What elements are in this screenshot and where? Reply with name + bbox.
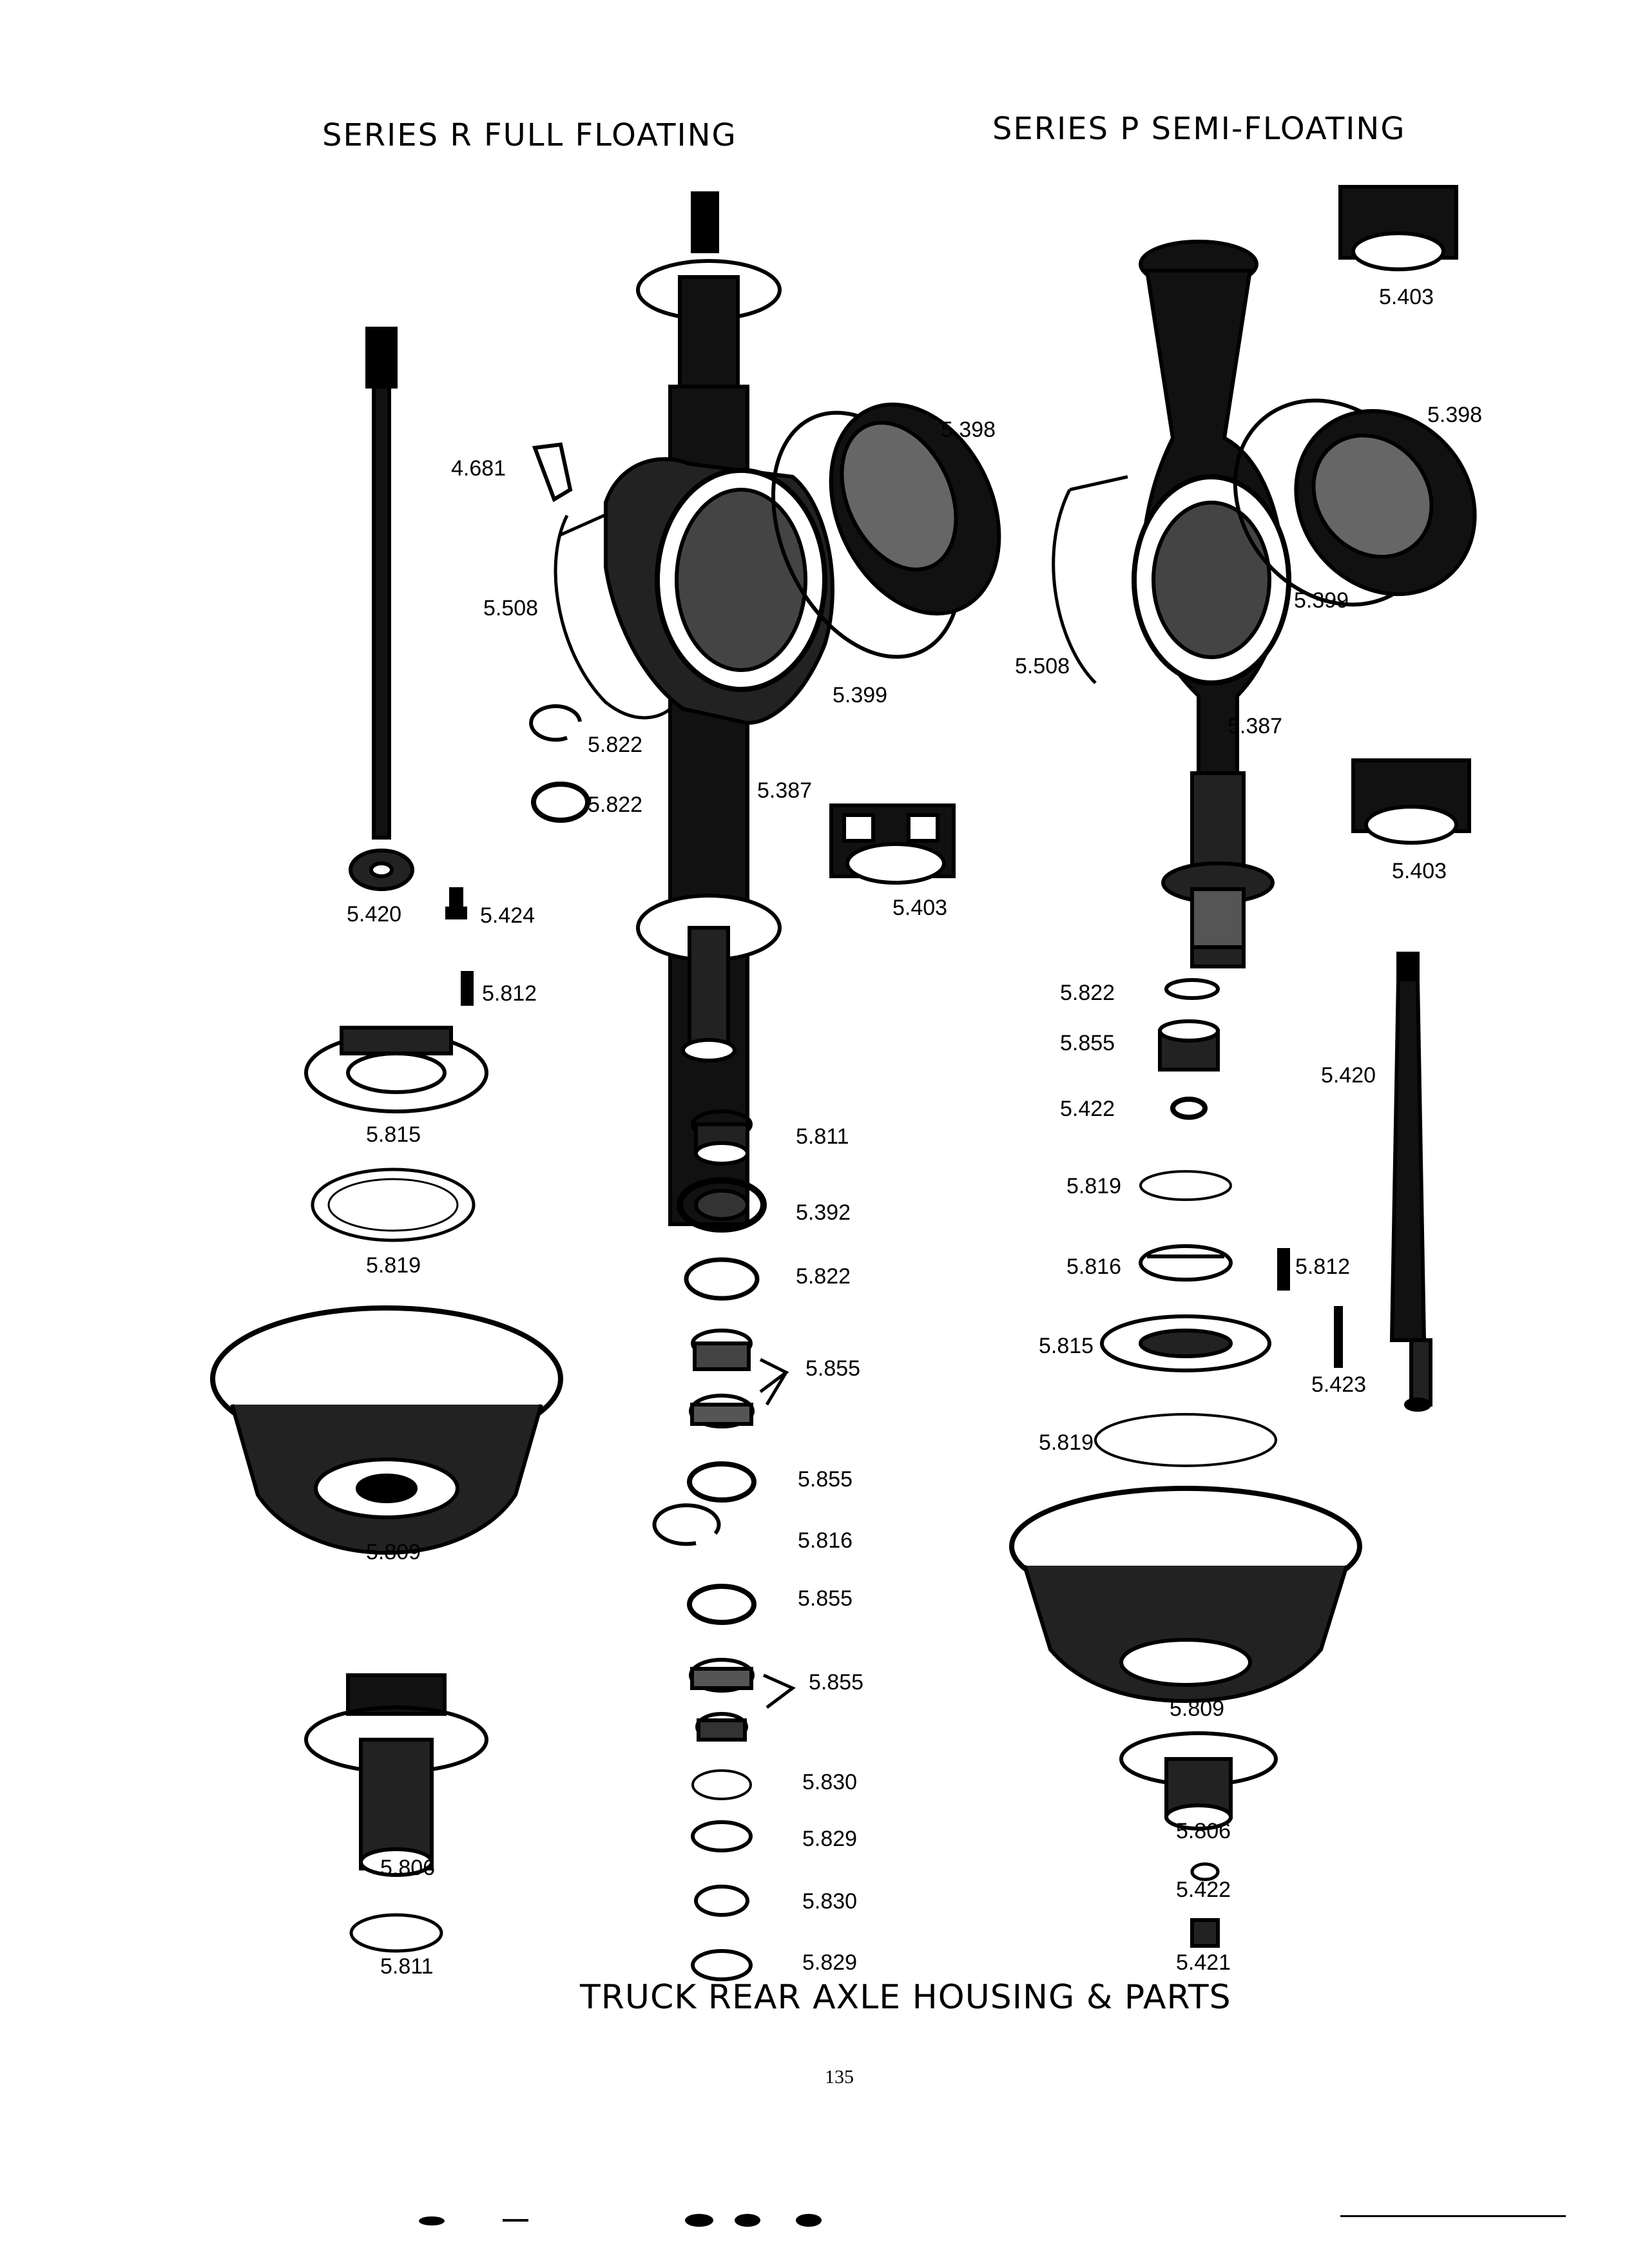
scan-marks xyxy=(419,2214,1566,2227)
part-label: 4.681 xyxy=(451,456,506,481)
part-label: 5.830 xyxy=(802,1889,858,1914)
series-p-title: SERIES P SEMI-FLOATING xyxy=(992,111,1406,147)
part-label: 5.398 xyxy=(941,418,996,442)
part-label: 5.422 xyxy=(1060,1097,1115,1121)
hub-5806-right xyxy=(1119,1731,1278,1831)
part-label: 5.855 xyxy=(798,1467,853,1492)
part-label: 5.403 xyxy=(1379,285,1434,309)
axle-shaft-right xyxy=(1389,952,1432,1412)
part-label: 5.816 xyxy=(798,1528,853,1553)
part-label: 5.822 xyxy=(796,1264,851,1289)
part-label: 5.403 xyxy=(892,896,948,920)
parts-stack-right xyxy=(1094,978,1343,1467)
part-label: 5.806 xyxy=(380,1856,436,1880)
part-label: 5.387 xyxy=(1228,714,1283,738)
axle-shaft-left xyxy=(349,327,414,891)
part-label: 5.855 xyxy=(805,1356,861,1381)
part-label: 5.815 xyxy=(1039,1334,1094,1358)
nut-5421 xyxy=(1190,1918,1220,1948)
center-stack xyxy=(652,1110,796,1981)
hub-5806-left xyxy=(304,1673,488,1877)
part-label: 5.420 xyxy=(347,902,402,927)
part-label: 5.423 xyxy=(1311,1372,1367,1397)
part-label: 5.806 xyxy=(1176,1819,1231,1843)
part-label: 5.822 xyxy=(1060,981,1115,1005)
part-label: 5.420 xyxy=(1321,1063,1376,1088)
part-label: 5.387 xyxy=(757,778,813,803)
part-label: 5.816 xyxy=(1066,1254,1122,1279)
part-label: 5.822 xyxy=(588,733,643,757)
washer-5422-right xyxy=(1190,1862,1220,1881)
page-caption: TRUCK REAR AXLE HOUSING & PARTS xyxy=(580,1978,1231,2017)
part-label: 5.812 xyxy=(482,981,537,1006)
axle-housing-series-r xyxy=(604,191,834,1226)
brake-drum-5809-left xyxy=(210,1305,563,1555)
part-label: 5.399 xyxy=(1294,588,1349,613)
part-label: 5.809 xyxy=(1170,1696,1225,1721)
part-label: 5.829 xyxy=(802,1950,858,1975)
part-label: 5.421 xyxy=(1176,1950,1231,1975)
part-label: 5.855 xyxy=(1060,1031,1115,1055)
part-label: 5.812 xyxy=(1295,1254,1351,1279)
part-label: 5.399 xyxy=(833,683,888,707)
part-label: 5.508 xyxy=(1015,654,1070,678)
part-label: 5.815 xyxy=(366,1122,421,1147)
series-r-title: SERIES R FULL FLOATING xyxy=(322,117,737,153)
snap-ring-5822 xyxy=(529,704,582,742)
part-label: 5.403 xyxy=(1392,859,1447,883)
gasket-5508-left xyxy=(554,514,671,720)
seal-5822 xyxy=(531,782,590,823)
part-label: 5.822 xyxy=(588,793,643,817)
part-label: 5.819 xyxy=(1066,1174,1122,1198)
part-label: 5.398 xyxy=(1427,403,1483,427)
part-label: 5.811 xyxy=(380,1954,434,1979)
part-label: 5.819 xyxy=(1039,1430,1094,1455)
part-label: 5.830 xyxy=(802,1770,858,1794)
carrier-5403-left xyxy=(829,803,956,885)
brake-drum-5809-right xyxy=(1009,1486,1362,1704)
cover-5398-left xyxy=(771,402,1001,659)
bolt-5424 xyxy=(445,887,467,919)
gasket-5811-left xyxy=(349,1913,443,1953)
gasket-5819-left xyxy=(311,1168,476,1242)
part-label: 5.855 xyxy=(809,1670,864,1695)
part-label: 5.811 xyxy=(796,1124,849,1149)
part-label: 5.392 xyxy=(796,1200,851,1225)
carrier-5403-right xyxy=(1351,758,1471,845)
flange-5815-left xyxy=(304,1026,488,1113)
part-label: 5.424 xyxy=(480,903,535,928)
page-number: 135 xyxy=(825,2066,854,2088)
plate-4681 xyxy=(532,442,573,503)
part-label: 5.819 xyxy=(366,1253,421,1278)
part-label: 5.809 xyxy=(366,1540,421,1564)
part-label: 5.508 xyxy=(483,596,539,620)
axle-housing-series-p xyxy=(1132,240,1291,968)
part-label: 5.829 xyxy=(802,1827,858,1851)
gasket-5508-right xyxy=(1052,475,1128,684)
part-label: 5.422 xyxy=(1176,1878,1231,1902)
stud-5812-left xyxy=(461,971,474,1006)
cover-5398-right xyxy=(1233,398,1477,607)
part-label: 5.855 xyxy=(798,1586,853,1611)
carrier-5403-right-top xyxy=(1338,185,1458,271)
